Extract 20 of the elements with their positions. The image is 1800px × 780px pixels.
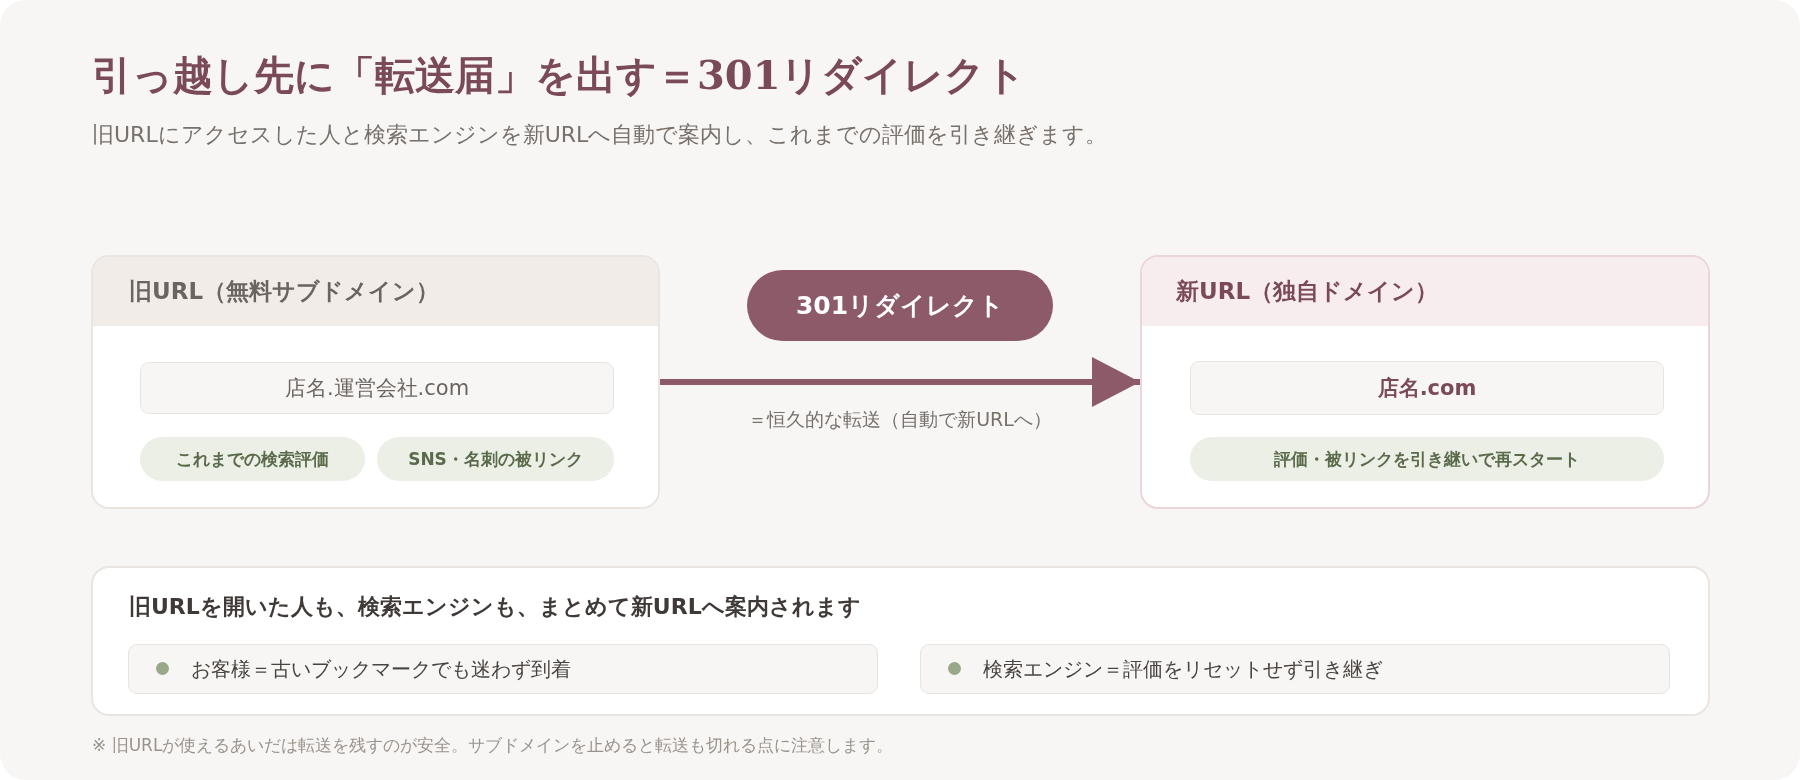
card-header: 旧URL（無料サブドメイン） [93, 257, 658, 326]
title: 引っ越し先に「転送届」を出す＝301リダイレクト [92, 50, 1027, 100]
url-card [91, 255, 660, 509]
tag-pill: 評価・被リンクを引き継いで再スタート [1190, 437, 1664, 481]
summary-card [91, 566, 1710, 716]
tag-pill: SNS・名刺の被リンク [377, 437, 614, 481]
item-text: お客様＝古いブックマークでも迷わず到着 [191, 656, 571, 683]
card-heading: 旧URLを開いた人も、検索エンジンも、まとめて新URLへ案内されます [129, 593, 861, 621]
info-box [128, 644, 878, 694]
item-text: 検索エンジン＝評価をリセットせず引き継ぎ [983, 656, 1383, 683]
redirect-pill: 301リダイレクト [747, 270, 1053, 341]
card-header: 新URL（独自ドメイン） [1142, 257, 1708, 326]
tag-pill: これまでの検索評価 [140, 437, 365, 481]
arrow [660, 357, 1140, 407]
info-box [920, 644, 1670, 694]
url-card [1140, 255, 1710, 509]
footnote: ※ 旧URLが使えるあいだは転送を残すのが安全。サブドメインを止めると転送も切れる点に注意します。 [92, 734, 894, 757]
url-field: 店名.com [1190, 361, 1664, 415]
url-field: 店名.運営会社.com [140, 362, 614, 414]
subtitle: 旧URLにアクセスした人と検索エンジンを新URLへ自動で案内し、これまでの評価を引き継ぎます。 [92, 121, 1108, 149]
